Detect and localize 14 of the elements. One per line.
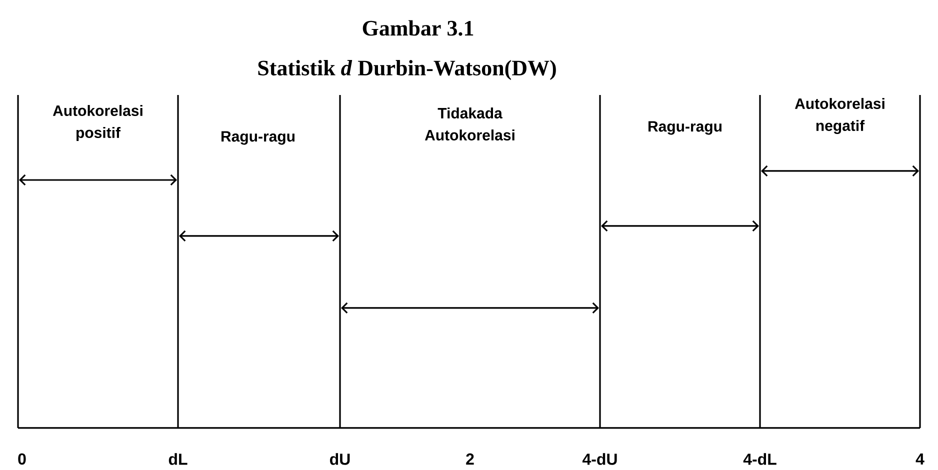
- region-label: Tidakada Autokorelasi: [424, 107, 514, 140]
- tick-label: 4-dU: [582, 453, 617, 465]
- figure-title: Gambar 3.1: [362, 20, 474, 36]
- region-label: Ragu-ragu: [648, 121, 722, 135]
- tick-label: dU: [330, 453, 350, 465]
- region-label: Autokorelasi positif: [52, 105, 142, 141]
- tick-label: 0: [18, 453, 26, 465]
- tick-label: 4: [916, 453, 924, 464]
- region-label: Autokorelasi negatif: [794, 98, 884, 134]
- tick-label: 2: [466, 453, 474, 465]
- tick-label: 4-dL: [743, 453, 776, 465]
- figure-caption: Statistik d Durbin-Watson(DW): [258, 60, 556, 80]
- region-label: Ragu-ragu: [222, 131, 294, 145]
- tick-label: dL: [168, 453, 188, 465]
